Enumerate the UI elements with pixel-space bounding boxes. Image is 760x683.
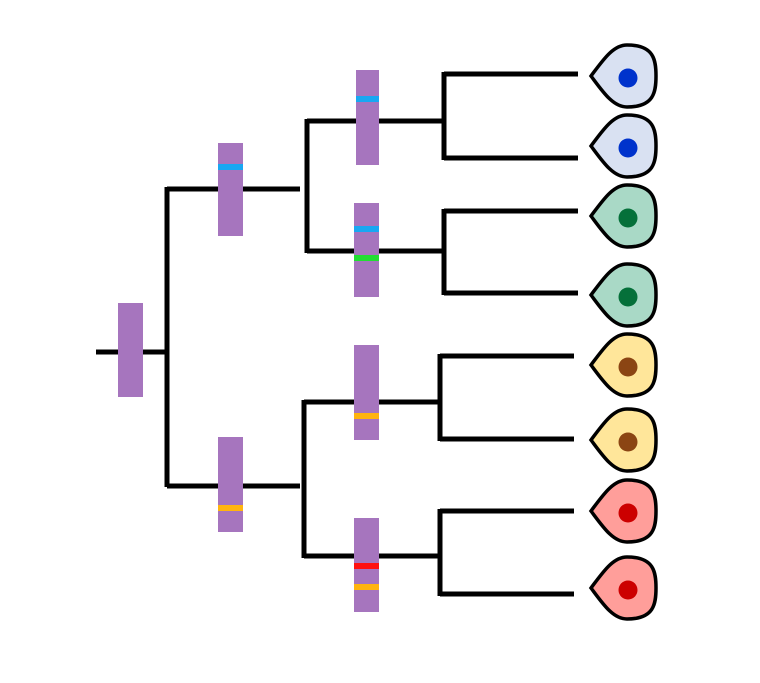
chromosome-bars — [118, 70, 379, 612]
cell-nucleus — [618, 432, 638, 452]
chromosome-gen1-bottom — [218, 437, 243, 532]
chromosome-bar — [218, 143, 243, 236]
chromosome-mark-orange — [354, 413, 379, 419]
cell-nucleus — [618, 580, 638, 600]
cell-nucleus — [618, 138, 638, 158]
cell-1 — [588, 43, 658, 109]
cell-2 — [588, 113, 658, 179]
chromosome-gen1-top — [218, 143, 243, 236]
chromosome-mark-orange — [354, 584, 379, 590]
chromosome-gen2-b — [354, 203, 379, 297]
cell-8 — [588, 555, 658, 621]
chromosome-mark-red — [354, 563, 379, 569]
chromosome-mark-blue — [356, 96, 379, 102]
chromosome-gen2-c — [354, 345, 379, 440]
chromosome-mark-blue — [218, 164, 243, 170]
cell-nucleus — [618, 503, 638, 523]
daughter-cells — [588, 43, 658, 621]
chromosome-mark-green — [354, 255, 379, 261]
chromosome-bar — [354, 203, 379, 297]
cell-3 — [588, 183, 658, 249]
cell-nucleus — [618, 208, 638, 228]
chromosome-bar — [354, 345, 379, 440]
chromosome-bar — [356, 70, 379, 165]
cell-5 — [588, 332, 658, 398]
chromosome-root — [118, 303, 143, 397]
tree-branches — [96, 71, 578, 597]
cell-nucleus — [618, 357, 638, 377]
cell-7 — [588, 478, 658, 544]
chromosome-bar — [118, 303, 143, 397]
cell-nucleus — [618, 68, 638, 88]
chromosome-bar — [218, 437, 243, 532]
chromosome-gen2-d — [354, 518, 379, 612]
cell-4 — [588, 262, 658, 328]
chromosome-mark-blue — [354, 226, 379, 232]
chromosome-gen2-a — [356, 70, 379, 165]
cell-nucleus — [618, 287, 638, 307]
cell-6 — [588, 407, 658, 473]
chromosome-mark-orange — [218, 505, 243, 511]
